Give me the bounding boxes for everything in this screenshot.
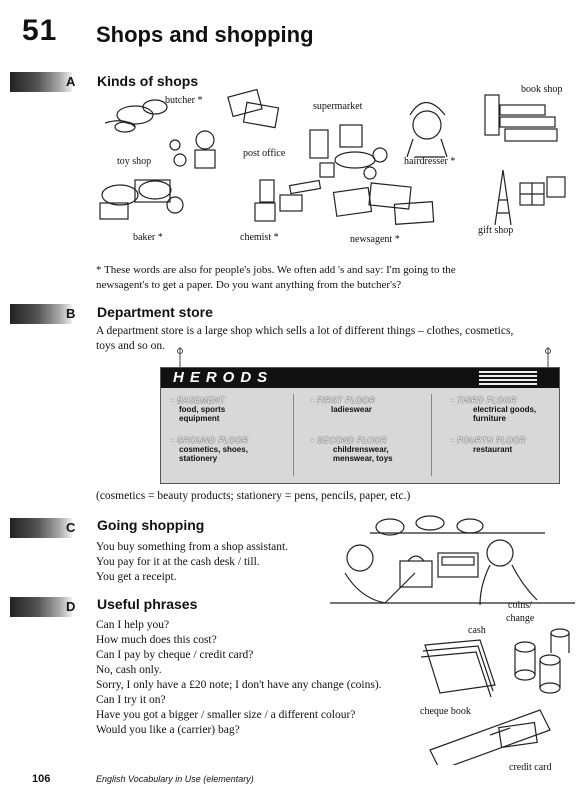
label-post-office: post office bbox=[243, 148, 286, 159]
phrase-line: Can I pay by cheque / credit card? bbox=[96, 649, 254, 661]
butcher-meat-icon bbox=[104, 99, 168, 133]
store-directory-sign: HERODS • BASEMENT food, sports equipment… bbox=[160, 367, 560, 484]
floor-goods: childrenswear, bbox=[333, 445, 389, 454]
section-b-letter: B bbox=[66, 306, 76, 321]
floor-first: • FIRST FLOOR ladieswear bbox=[311, 396, 375, 414]
floor-name: • FOURTH FLOOR bbox=[451, 436, 526, 445]
unit-number: 51 bbox=[22, 14, 58, 47]
floor-goods: stationery bbox=[179, 454, 218, 463]
section-a-note-line1: * These words are also for people's jobs… bbox=[96, 264, 456, 276]
section-c-tab bbox=[10, 518, 72, 538]
book-shop-books-icon bbox=[484, 94, 558, 142]
section-a-note-line2: newsagent's to get a paper. Do you want … bbox=[96, 279, 402, 291]
floor-goods: food, sports bbox=[179, 405, 226, 414]
column-divider bbox=[293, 394, 294, 476]
floor-second: • SECOND FLOOR childrenswear, menswear, … bbox=[311, 436, 393, 463]
section-d-tab bbox=[10, 597, 72, 617]
shops-illustration bbox=[99, 88, 566, 226]
label-supermarket: supermarket bbox=[313, 101, 363, 112]
floor-name: • FIRST FLOOR bbox=[311, 396, 376, 405]
page-number: 106 bbox=[32, 773, 51, 785]
section-b-tab bbox=[10, 304, 72, 324]
supermarket-groceries-icon bbox=[309, 124, 388, 180]
shop-counter-illustration bbox=[330, 515, 575, 606]
book-title: English Vocabulary in Use (elementary) bbox=[96, 774, 254, 784]
section-c-title: Going shopping bbox=[97, 517, 205, 533]
phrase-line: No, cash only. bbox=[96, 664, 162, 676]
section-a-letter: A bbox=[66, 74, 76, 89]
section-b-title: Department store bbox=[97, 304, 213, 320]
unit-title: Shops and shopping bbox=[96, 22, 314, 47]
section-d-letter: D bbox=[66, 599, 76, 614]
floor-goods: equipment bbox=[179, 414, 220, 423]
phrase-line: How much does this cost? bbox=[96, 634, 217, 646]
toy-shop-toys-icon bbox=[169, 130, 216, 169]
label-toy-shop: toy shop bbox=[117, 156, 152, 167]
label-newsagent: newsagent * bbox=[350, 234, 400, 245]
section-c-line: You get a receipt. bbox=[96, 571, 177, 583]
label-change: change bbox=[506, 613, 535, 624]
label-chemist: chemist * bbox=[240, 232, 279, 243]
label-butcher: butcher * bbox=[165, 95, 203, 106]
section-b-gloss: (cosmetics = beauty products; stationery… bbox=[96, 490, 411, 502]
label-book-shop: book shop bbox=[521, 84, 563, 95]
phrase-line: Have you got a bigger / smaller size / a… bbox=[96, 709, 356, 721]
label-credit-card: credit card bbox=[509, 762, 552, 773]
section-c-line: You buy something from a shop assistant. bbox=[96, 541, 289, 553]
baker-bread-icon bbox=[99, 179, 184, 220]
floor-name: • SECOND FLOOR bbox=[311, 436, 388, 445]
floor-name: • BASEMENT bbox=[171, 396, 226, 405]
phrase-line: Sorry, I only have a £20 note; I don't h… bbox=[96, 679, 382, 691]
floor-goods: furniture bbox=[473, 414, 506, 423]
label-baker: baker * bbox=[133, 232, 163, 243]
section-a-tab bbox=[10, 72, 72, 92]
floor-goods: electrical goods, bbox=[473, 405, 537, 414]
newsagent-papers-icon bbox=[332, 182, 435, 225]
floor-name: • THIRD FLOOR bbox=[451, 396, 517, 405]
floor-third: • THIRD FLOOR electrical goods, furnitur… bbox=[451, 396, 536, 423]
label-coins: coins/ bbox=[508, 600, 532, 611]
label-hairdresser: hairdresser * bbox=[404, 156, 456, 167]
floor-goods: restaurant bbox=[473, 445, 513, 454]
floor-basement: • BASEMENT food, sports equipment bbox=[171, 396, 225, 423]
money-illustration bbox=[420, 628, 570, 765]
label-gift-shop: gift shop bbox=[478, 225, 514, 236]
section-b-intro-line1: A department store is a large shop which… bbox=[96, 325, 514, 337]
section-a-title: Kinds of shops bbox=[97, 73, 199, 89]
section-b-intro-line2: toys and so on. bbox=[96, 340, 165, 352]
floor-goods: menswear, toys bbox=[333, 454, 393, 463]
label-cash: cash bbox=[468, 625, 486, 636]
floor-goods: cosmetics, shoes, bbox=[179, 445, 248, 454]
phrase-line: Can I help you? bbox=[96, 619, 170, 631]
floor-fourth: • FOURTH FLOOR restaurant bbox=[451, 436, 526, 454]
floor-ground: • GROUND FLOOR cosmetics, shoes, station… bbox=[171, 436, 248, 463]
phrase-line: Can I try it on? bbox=[96, 694, 166, 706]
floor-name: • GROUND FLOOR bbox=[171, 436, 249, 445]
phrase-line: Would you like a (carrier) bag? bbox=[96, 724, 240, 736]
sign-stripe-decoration bbox=[479, 371, 537, 385]
hairdresser-head-icon bbox=[406, 101, 448, 158]
post-office-letters-icon bbox=[227, 88, 280, 129]
sign-hangers bbox=[177, 347, 551, 367]
section-c-letter: C bbox=[66, 520, 76, 535]
store-name: HERODS bbox=[161, 368, 559, 388]
section-c-line: You pay for it at the cash desk / till. bbox=[96, 556, 260, 568]
label-cheque-book: cheque book bbox=[420, 706, 471, 717]
floor-goods: ladieswear bbox=[331, 405, 372, 414]
gift-shop-gifts-icon bbox=[494, 169, 566, 226]
column-divider bbox=[431, 394, 432, 476]
section-d-title: Useful phrases bbox=[97, 596, 198, 612]
chemist-bottles-icon bbox=[254, 179, 322, 222]
